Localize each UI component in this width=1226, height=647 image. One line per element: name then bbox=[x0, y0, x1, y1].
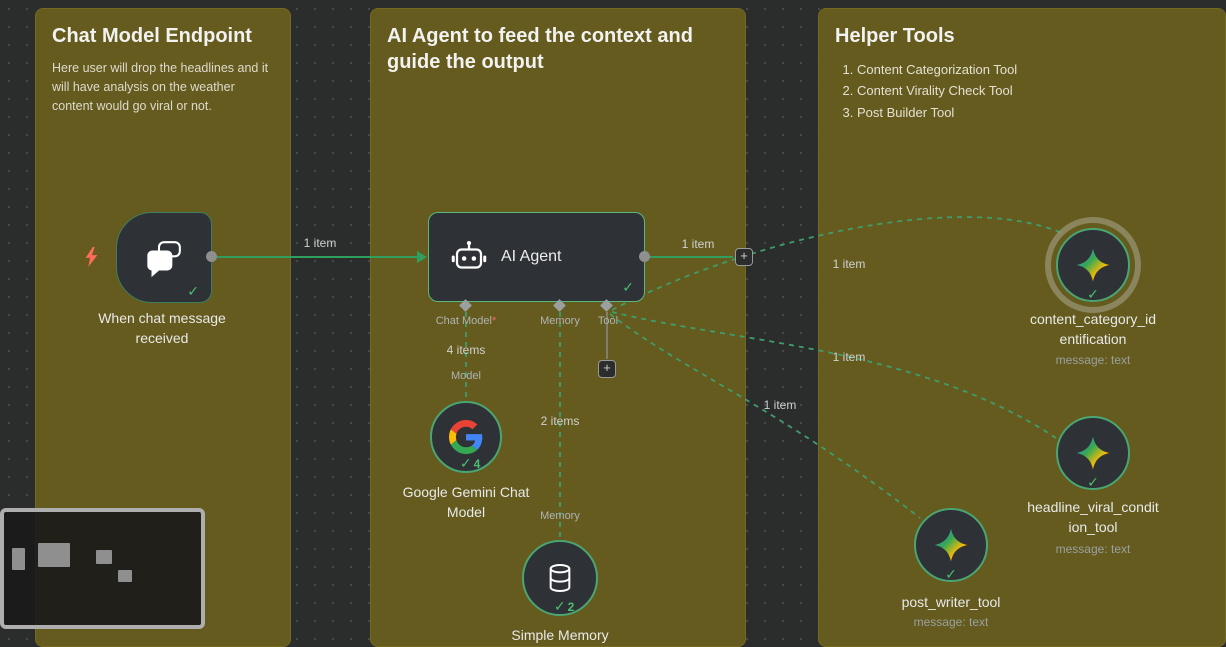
node-label-simple-memory: Simple Memory bbox=[511, 627, 609, 643]
gemini-star-icon bbox=[934, 528, 968, 562]
node-label-headline-viral: headline_viral_condit ion_tool bbox=[993, 497, 1193, 537]
list-item: Post Builder Tool bbox=[857, 102, 1209, 123]
label-line: headline_viral_condit bbox=[1027, 499, 1159, 515]
success-check-icon: ✓ bbox=[187, 283, 199, 299]
node-ai-agent[interactable]: AI Agent ✓ bbox=[428, 212, 645, 302]
list-item: Content Virality Check Tool bbox=[857, 80, 1209, 101]
minimap-node bbox=[12, 548, 25, 570]
run-count: 2 bbox=[567, 600, 575, 614]
run-count: 4 bbox=[473, 457, 481, 471]
port-label-tool: Tool bbox=[597, 315, 619, 327]
add-node-button[interactable]: + bbox=[735, 248, 753, 266]
port-label-model: Model bbox=[451, 370, 481, 382]
node-chat-trigger[interactable]: ✓ bbox=[116, 212, 212, 303]
port-label-text: Chat Model bbox=[435, 315, 492, 327]
sticky-body: Here user will drop the headlines and it… bbox=[52, 61, 269, 113]
edge-label-items: 2 items bbox=[540, 414, 580, 428]
node-label-gemini-model: Google Gemini Chat Model bbox=[376, 482, 556, 522]
node-post-writer-tool[interactable]: ✓ bbox=[914, 508, 988, 582]
success-check-icon: ✓2 bbox=[554, 598, 574, 615]
list-item: Content Categorization Tool bbox=[857, 59, 1209, 80]
node-label-chat-trigger: When chat message received bbox=[98, 310, 226, 346]
edge-label-items: 1 item bbox=[832, 257, 866, 271]
label-line: content_category_id bbox=[1029, 311, 1157, 327]
sticky-title: Helper Tools bbox=[835, 25, 955, 47]
node-subtitle: message: text bbox=[1055, 353, 1131, 367]
database-icon bbox=[549, 564, 571, 593]
node-label-post-writer: post_writer_tool bbox=[901, 594, 1001, 610]
edge-label-items: 1 item bbox=[832, 350, 866, 364]
required-asterisk: * bbox=[491, 315, 497, 327]
google-logo-icon bbox=[449, 420, 483, 454]
node-subtitle: message: text bbox=[1055, 542, 1131, 556]
success-check-icon: ✓ bbox=[945, 566, 957, 582]
minimap-node bbox=[118, 570, 132, 582]
label-line: Google Gemini Chat bbox=[402, 484, 530, 500]
minimap-node bbox=[38, 543, 70, 567]
success-check-icon: ✓ bbox=[1087, 474, 1099, 490]
label-line: Model bbox=[446, 504, 486, 520]
sticky-title: Chat Model Endpoint bbox=[52, 25, 252, 47]
node-content-category-identification[interactable]: ✓ bbox=[1056, 228, 1130, 302]
node-google-gemini-chat-model[interactable]: ✓4 bbox=[430, 401, 502, 473]
check-glyph: ✓ bbox=[553, 598, 566, 614]
success-check-icon: ✓4 bbox=[460, 455, 480, 472]
edge-label-items: 1 item bbox=[763, 398, 797, 412]
lightning-bolt-icon bbox=[85, 247, 98, 267]
success-check-icon: ✓ bbox=[1087, 286, 1099, 302]
minimap-node bbox=[96, 550, 112, 564]
label-line: ion_tool bbox=[1068, 519, 1118, 535]
node-headline-viral-condition-tool[interactable]: ✓ bbox=[1056, 416, 1130, 490]
node-title-ai-agent: AI Agent bbox=[501, 248, 562, 265]
robot-icon bbox=[451, 241, 487, 269]
helper-tools-list: Content Categorization Tool Content Vira… bbox=[857, 59, 1209, 123]
edge-label-items: 4 items bbox=[446, 343, 486, 357]
label-line: entification bbox=[1059, 331, 1127, 347]
node-label-content-category: content_category_id entification bbox=[993, 309, 1193, 349]
sticky-title: AI Agent to feed the context and guide t… bbox=[387, 25, 693, 73]
gemini-star-icon bbox=[1076, 248, 1110, 282]
output-port-trigger[interactable] bbox=[206, 251, 217, 262]
gemini-star-icon bbox=[1076, 436, 1110, 470]
port-label-chat-model: Chat Model* bbox=[416, 315, 516, 327]
minimap-panel[interactable] bbox=[0, 508, 205, 629]
add-tool-button[interactable]: + bbox=[598, 360, 616, 378]
edge-label-items: 1 item bbox=[681, 237, 715, 251]
success-check-icon: ✓ bbox=[622, 279, 634, 295]
node-subtitle: message: text bbox=[913, 615, 989, 629]
check-glyph: ✓ bbox=[459, 455, 472, 471]
chat-bubbles-icon bbox=[147, 240, 181, 277]
node-simple-memory[interactable]: ✓2 bbox=[522, 540, 598, 616]
output-port-agent[interactable] bbox=[639, 251, 650, 262]
edge-label-items: 1 item bbox=[303, 236, 337, 250]
